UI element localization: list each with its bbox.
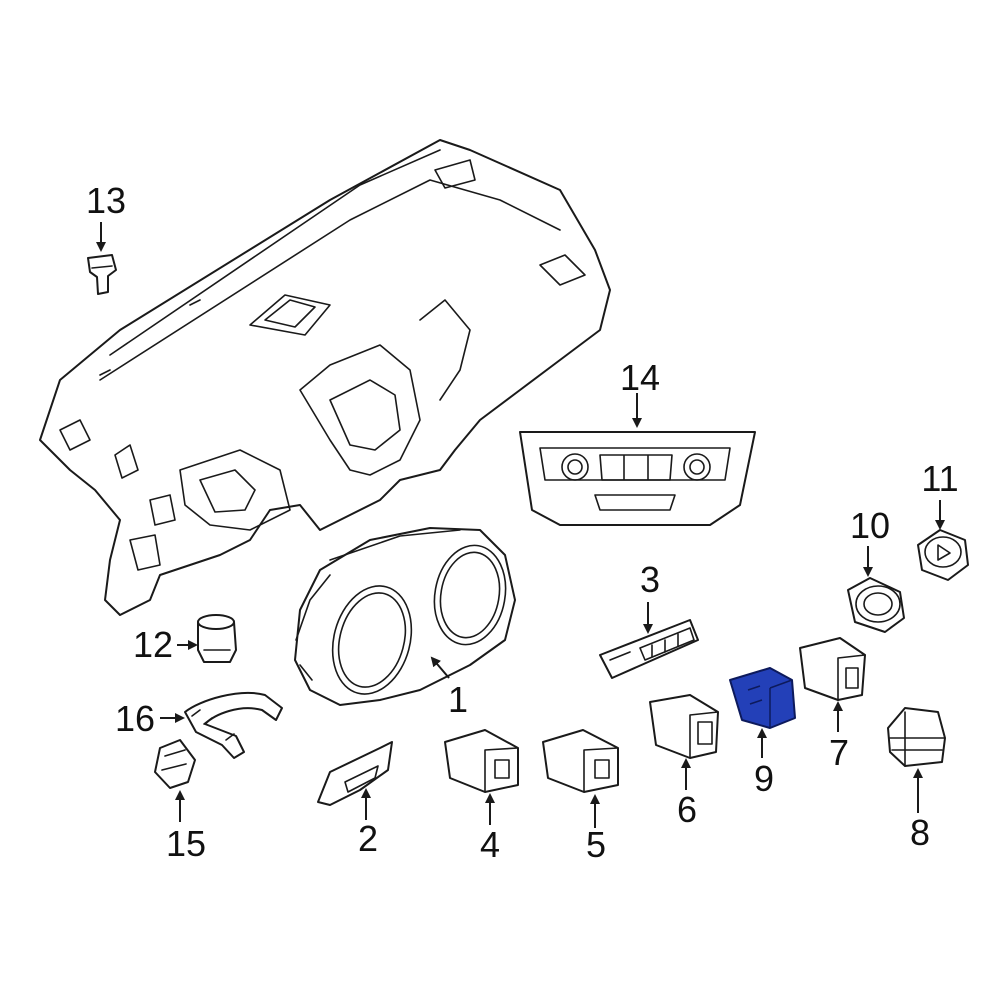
round-switch-part-10 [847,577,905,633]
leader-arrows [96,222,945,828]
connector-part-15 [154,739,196,789]
callout-labels: 13 14 1 3 12 16 15 2 4 5 6 9 7 8 10 11 [86,180,959,865]
switch-part-5 [542,729,619,793]
callout-10: 10 [850,505,890,546]
instrument-cluster-part-1 [294,527,516,706]
leader-1 [430,656,450,679]
switch-part-8 [887,707,946,767]
switch-part-2 [317,741,393,806]
callout-8: 8 [910,812,930,853]
switch-part-6 [649,694,719,759]
callout-13: 13 [86,180,126,221]
switch-part-9-highlighted [729,667,796,729]
climate-control-panel-part-14 [519,431,756,526]
instrument-panel [39,139,611,616]
push-button-part-11 [917,529,969,581]
callout-14: 14 [620,357,660,398]
callout-12: 12 [133,624,173,665]
switch-part-12 [197,614,237,663]
callout-1: 1 [448,679,468,720]
clip-part-13 [87,254,117,295]
callout-4: 4 [480,824,500,865]
callout-7: 7 [829,732,849,773]
callout-9: 9 [754,758,774,799]
callout-6: 6 [677,789,697,830]
callout-2: 2 [358,818,378,859]
callout-16: 16 [115,698,155,739]
switch-part-4 [444,729,519,793]
callout-11: 11 [921,458,958,499]
switch-part-7 [799,637,866,701]
callout-15: 15 [166,823,206,864]
callout-5: 5 [586,824,606,865]
callout-3: 3 [640,559,660,600]
hose-part-16 [184,691,283,759]
switch-panel-part-3 [599,619,699,679]
